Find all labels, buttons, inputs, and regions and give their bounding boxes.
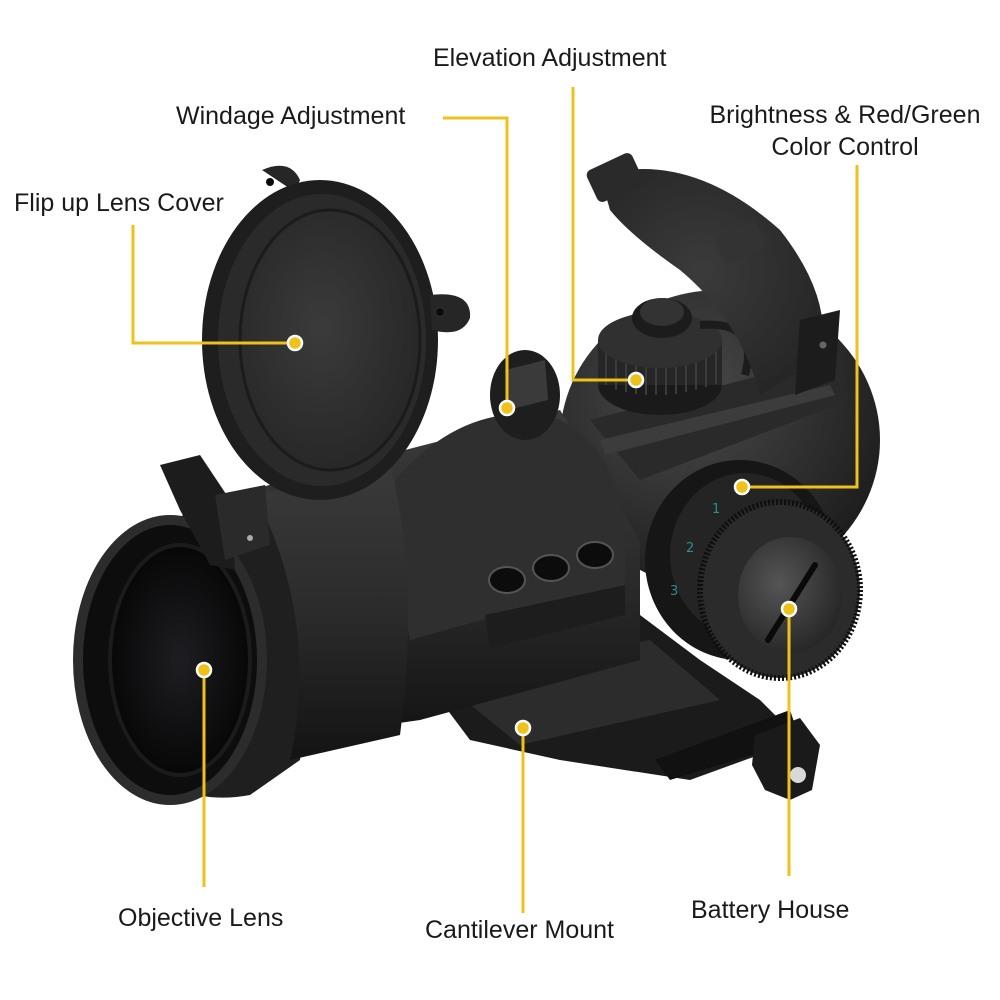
callout-line-elevation bbox=[571, 87, 636, 382]
label-brightness-color-control: Brightness & Red/Green Color Control bbox=[690, 99, 1000, 163]
label-battery-house: Battery House bbox=[691, 896, 850, 924]
label-flip-up-lens-cover: Flip up Lens Cover bbox=[14, 189, 224, 217]
callout-dot-battery bbox=[780, 600, 798, 618]
callout-dot-mount bbox=[514, 719, 532, 737]
rear-lens-cover bbox=[586, 153, 840, 395]
label-brightness-line2: Color Control bbox=[771, 133, 919, 161]
battery-cap bbox=[697, 499, 863, 681]
front-lens-cover bbox=[202, 165, 471, 500]
callout-line-brightness bbox=[742, 165, 859, 489]
objective-housing bbox=[73, 455, 408, 805]
label-cantilever-mount: Cantilever Mount bbox=[425, 916, 614, 944]
label-windage-adjustment: Windage Adjustment bbox=[176, 102, 406, 130]
callout-line-lens-cover bbox=[131, 225, 295, 345]
label-brightness-line1: Brightness & Red/Green bbox=[709, 101, 981, 129]
callout-dot-windage bbox=[498, 399, 516, 417]
dial-mark: 2 bbox=[686, 541, 694, 556]
dial-mark: 1 bbox=[712, 502, 720, 517]
screw bbox=[488, 566, 526, 594]
scope-ring bbox=[395, 414, 625, 648]
callout-dots bbox=[195, 334, 798, 737]
elevation-turret bbox=[598, 298, 752, 415]
scope-body: 1 2 3 bbox=[73, 153, 880, 805]
callout-dot-objective bbox=[195, 661, 213, 679]
callout-dot-brightness bbox=[733, 478, 751, 496]
callout-dot-elevation bbox=[627, 371, 645, 389]
callout-line-windage bbox=[443, 116, 509, 408]
screw bbox=[576, 541, 614, 569]
callout-dot-lens-cover bbox=[286, 334, 304, 352]
label-elevation-adjustment: Elevation Adjustment bbox=[433, 44, 667, 72]
dial-mark: 3 bbox=[670, 584, 678, 599]
label-objective-lens: Objective Lens bbox=[118, 904, 284, 932]
callout-lines bbox=[131, 87, 859, 913]
screw bbox=[532, 554, 570, 582]
